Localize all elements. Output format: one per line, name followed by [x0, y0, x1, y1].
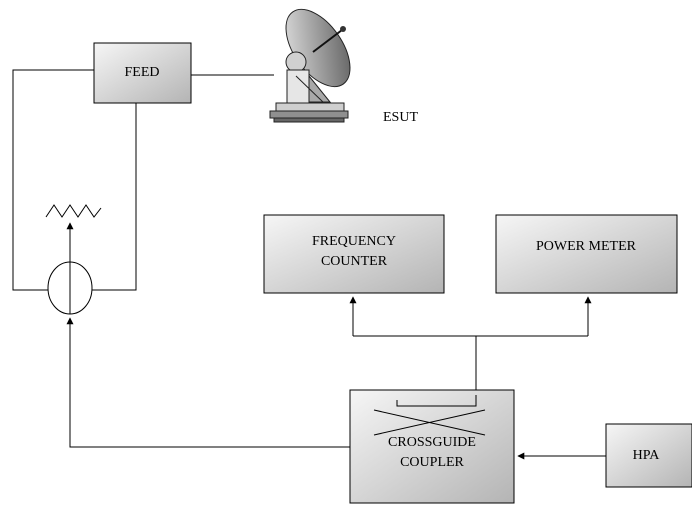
feed-block: FEED	[93, 42, 192, 104]
hpa-label: HPA	[633, 448, 661, 463]
hpa-block: HPA	[605, 423, 692, 488]
crossguide-label-2: COUPLER	[400, 455, 464, 470]
frequency-counter-block: FREQUENCY COUNTER	[263, 214, 445, 294]
crossguide-label-1: CROSSGUIDE	[388, 435, 476, 450]
load-resistor-icon	[45, 204, 102, 218]
coupler-to-circulator-line	[66, 317, 350, 448]
frequency-counter-label-1: FREQUENCY	[312, 234, 396, 249]
esut-label: ESUT	[383, 110, 418, 125]
feed-left-line	[12, 69, 94, 291]
feed-right-line	[92, 103, 137, 291]
frequency-counter-label-2: COUNTER	[321, 254, 388, 269]
feed-label: FEED	[125, 65, 160, 80]
crossguide-coupler-block: CROSSGUIDE COUPLER	[349, 389, 515, 504]
satellite-dish-icon	[269, 8, 351, 123]
power-meter-block: POWER METER	[495, 214, 678, 294]
coupler-split-line	[353, 335, 477, 395]
circulator	[47, 261, 93, 315]
power-meter-label: POWER METER	[536, 239, 637, 254]
